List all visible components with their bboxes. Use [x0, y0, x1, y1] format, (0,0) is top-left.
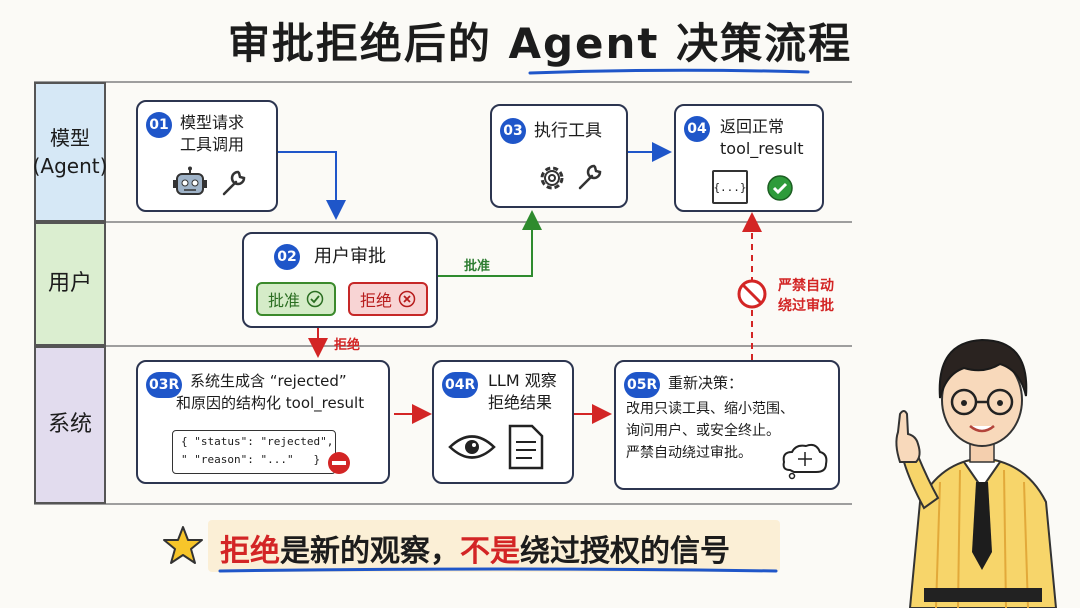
- check-circle-icon: [767, 175, 793, 201]
- approve-edge-label: 批准: [464, 259, 491, 274]
- node-04-line1: 返回正常: [720, 117, 785, 136]
- node-04-normal-result: 04 返回正常 tool_result {...}: [674, 104, 824, 212]
- node-03-execute-tool: 03 执行工具: [490, 104, 628, 208]
- banner-part1: 拒绝: [220, 534, 280, 569]
- banner-part4: 绕过授权的信号: [520, 534, 730, 569]
- banner-text: 拒绝是新的观察，不是绕过授权的信号: [220, 526, 730, 570]
- node-01-line2: 工具调用: [180, 135, 245, 154]
- document-icon: {...}: [712, 170, 748, 204]
- approve-option: 批准: [256, 282, 336, 316]
- edge-02-03: [438, 210, 542, 277]
- check-circle-icon: [306, 290, 324, 308]
- node-05r-line2: 改用只读工具、缩小范围、: [626, 401, 794, 417]
- node-05r-line3: 询问用户、或安全终止。: [626, 423, 780, 439]
- node-04-text: 返回正常 tool_result: [720, 116, 804, 160]
- wrench-icon: [578, 164, 602, 190]
- node-03r-line2: 和原因的结构化 tool_result: [176, 394, 365, 412]
- node-05r-title: 重新决策：: [668, 374, 744, 392]
- title-underline: [528, 68, 810, 75]
- node-04r-text: LLM 观察 拒绝结果: [488, 370, 557, 414]
- lane-line-2: [34, 345, 852, 347]
- edge-01-02: [278, 151, 346, 220]
- minus-circle-icon: [328, 452, 350, 474]
- reject-option: 拒绝: [348, 282, 428, 316]
- node-04-badge: 04: [684, 116, 710, 142]
- eye-icon: [448, 435, 496, 459]
- x-circle-icon: [398, 290, 416, 308]
- json-snippet: { "status": "rejected", " "reason": "...…: [172, 430, 336, 474]
- node-02-badge: 02: [274, 244, 300, 270]
- gear-icon: [540, 166, 564, 190]
- banner-background: [208, 520, 780, 572]
- lane-label-system: 系统: [34, 346, 106, 504]
- no-entry-icon: [737, 279, 767, 309]
- thought-cloud-icon: [782, 443, 828, 480]
- banner-part3: 不是: [460, 534, 520, 569]
- banner-underline: [218, 567, 778, 573]
- page-title: 审批拒绝后的 Agent 决策流程: [227, 19, 853, 68]
- node-05r-line4: 严禁自动绕过审批。: [626, 445, 752, 461]
- node-04r-llm-observe: 04R LLM 观察 拒绝结果: [432, 360, 574, 484]
- lane-user-text: 用户: [47, 271, 92, 296]
- lane-line-bottom: [34, 503, 852, 505]
- node-01-text: 模型请求 工具调用: [180, 112, 244, 156]
- banner-part2: 是新的观察，: [280, 534, 460, 569]
- reject-option-label: 拒绝: [359, 291, 392, 310]
- node-04r-line2: 拒绝结果: [488, 393, 553, 412]
- node-04r-line1: LLM 观察: [488, 371, 557, 390]
- node-05r-body: 改用只读工具、缩小范围、 询问用户、或安全终止。 严禁自动绕过审批。: [626, 398, 794, 464]
- node-03r-text: 系统生成含 “rejected” 和原因的结构化 tool_result: [176, 370, 364, 414]
- node-02-user-approval: 02 用户审批 批准 拒绝: [242, 232, 438, 328]
- lane-line-1: [34, 221, 852, 223]
- node-03-badge: 03: [500, 118, 526, 144]
- document-icon: [508, 424, 544, 470]
- document-icon-text: {...}: [713, 180, 747, 194]
- lane-label-user: 用户: [34, 222, 106, 346]
- robot-icon: [173, 166, 207, 195]
- reject-edge-label: 拒绝: [334, 338, 361, 353]
- node-02-title: 用户审批: [314, 246, 386, 267]
- forbid-label: 严禁自动 绕过审批: [778, 276, 834, 316]
- node-01-line1: 模型请求: [180, 113, 245, 132]
- node-01-badge: 01: [146, 112, 172, 138]
- json-line2: " "reason": "..." }: [181, 453, 321, 466]
- lane-line-top: [34, 81, 852, 83]
- presenter-illustration: [895, 338, 1058, 608]
- star-icon: [163, 526, 203, 564]
- forbid-label-line1: 严禁自动: [778, 278, 834, 294]
- node-03r-line1: 系统生成含 “rejected”: [190, 372, 347, 390]
- lane-label-model: 模型 (Agent): [32, 82, 108, 222]
- node-05r-badge: 05R: [624, 372, 661, 398]
- forbid-label-line2: 绕过审批: [778, 298, 834, 314]
- node-05r-redecide: 05R 重新决策： 改用只读工具、缩小范围、 询问用户、或安全终止。 严禁自动绕…: [614, 360, 840, 490]
- json-line1: { "status": "rejected",: [181, 435, 334, 448]
- node-03-title: 执行工具: [534, 121, 602, 141]
- node-01-model-request: 01 模型请求 工具调用: [136, 100, 278, 212]
- node-04-line2: tool_result: [720, 139, 804, 158]
- lane-system-text: 系统: [47, 412, 92, 437]
- approve-option-label: 批准: [267, 291, 300, 310]
- node-03r-badge: 03R: [146, 372, 183, 398]
- lane-model-text: 模型 (Agent): [32, 126, 108, 178]
- node-04r-badge: 04R: [442, 372, 479, 398]
- wrench-icon: [222, 170, 246, 196]
- node-03r-rejected-result: 03R 系统生成含 “rejected” 和原因的结构化 tool_result…: [136, 360, 390, 484]
